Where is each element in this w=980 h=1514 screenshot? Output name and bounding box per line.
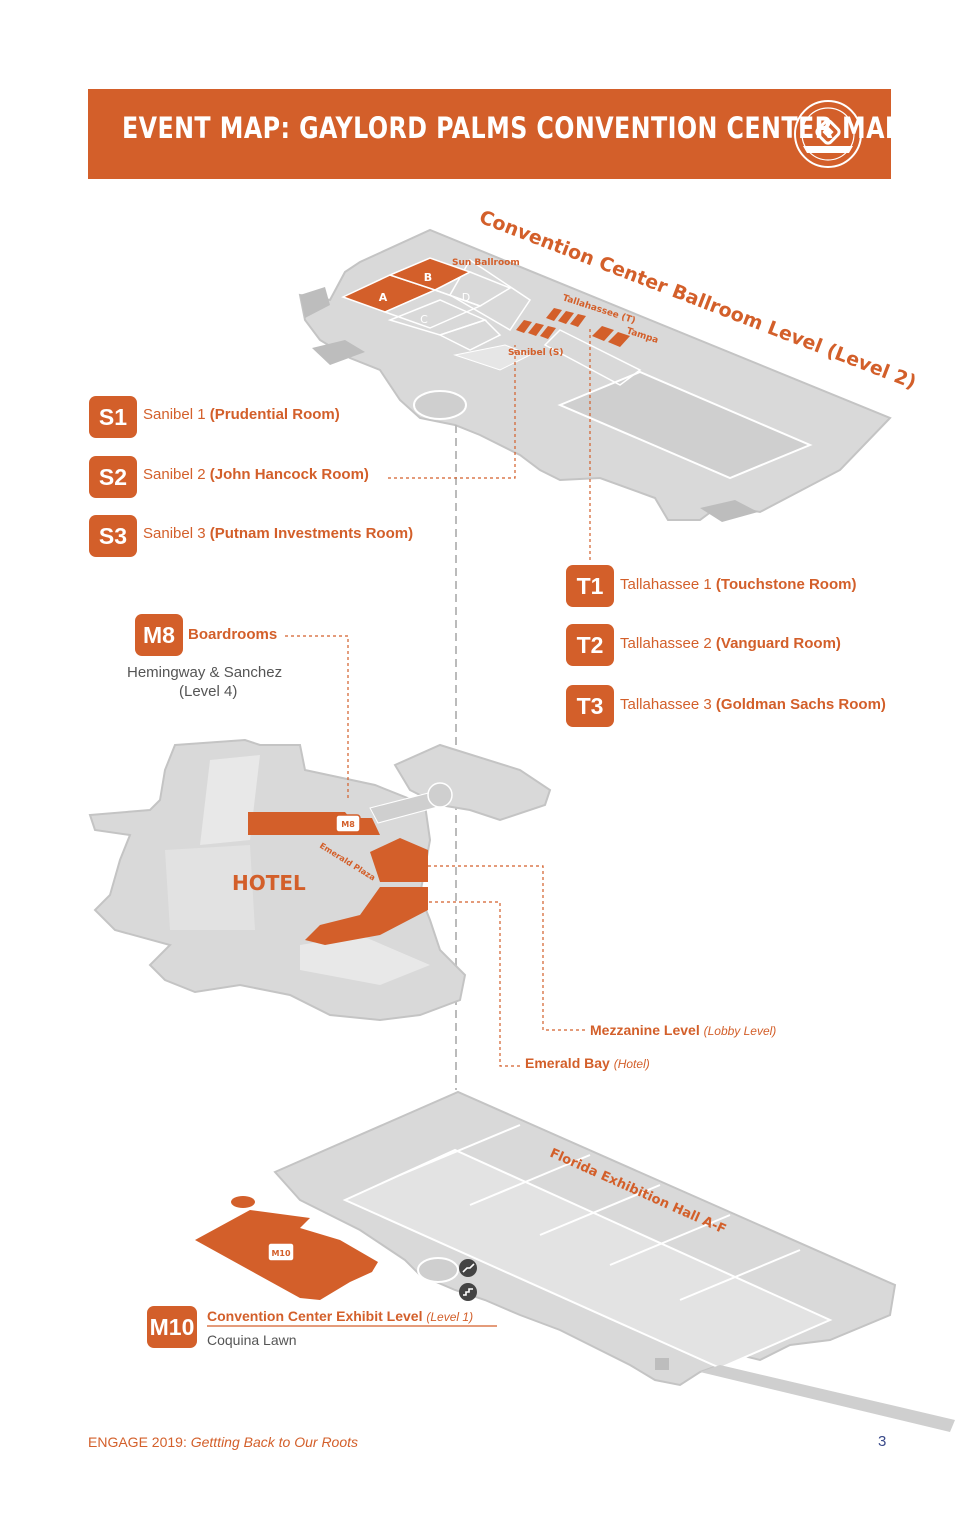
t3-legend-text: Tallahassee 3 (Goldman Sachs Room): [620, 696, 886, 713]
room-a-label: A: [379, 291, 388, 304]
sanibel-map-label: Sanibel (S): [508, 348, 564, 358]
ballroom-level-floorplate: [298, 228, 892, 522]
m8-tag-text: M8: [341, 820, 355, 829]
s2-badge: S2: [89, 456, 137, 498]
emerald-bay-label: Emerald Bay (Hotel): [525, 1055, 650, 1071]
m10-level-label: Convention Center Exhibit Level (Level 1…: [207, 1308, 474, 1324]
s3-badge: S3: [89, 515, 137, 557]
s2-legend-text: Sanibel 2 (John Hancock Room): [143, 466, 369, 483]
hotel-label: HOTEL: [232, 871, 306, 895]
emerald-bay-area: [305, 887, 428, 945]
m8-leader-line: [285, 635, 349, 800]
room-c-label: C: [420, 313, 428, 326]
hotel-floorplate: [88, 738, 552, 1022]
m8-boardrooms-label: Boardrooms: [188, 626, 278, 643]
stairs-icon: [459, 1283, 477, 1301]
mezzanine-leader-line: [428, 865, 588, 1031]
tampa-rooms: [592, 326, 630, 347]
s1-legend-text: Sanibel 1 (Prudential Room): [143, 406, 340, 423]
m8-map-tag: [335, 814, 361, 833]
tallahassee-rooms: [546, 308, 586, 327]
m10-map-tag: [267, 1242, 295, 1262]
page-number: 3: [878, 1433, 887, 1450]
mezzanine-area: [370, 838, 428, 882]
exhibit-level-floorplate: [273, 1090, 955, 1432]
t2-legend-text: Tallahassee 2 (Vanguard Room): [620, 635, 841, 652]
m8-badge: M8: [135, 614, 183, 656]
t1-badge: T1: [566, 565, 614, 607]
s3-legend-text: Sanibel 3 (Putnam Investments Room): [143, 525, 414, 542]
m10-tag-text: M10: [271, 1249, 291, 1258]
header-banner: EVENT MAP: GAYLORD PALMS CONVENTION CENT…: [88, 89, 902, 179]
room-b-label: B: [424, 271, 432, 284]
emerald-bay-leader-line: [405, 901, 522, 1067]
lawn-ellipse: [231, 1196, 255, 1208]
footer-tagline: ENGAGE 2019: Gettting Back to Our Roots: [88, 1434, 359, 1450]
m8-sub-label-1: Hemingway & Sanchez: [127, 664, 283, 681]
m10-badge: M10: [147, 1306, 197, 1348]
mezzanine-level-label: Mezzanine Level (Lobby Level): [590, 1022, 777, 1038]
t3-badge: T3: [566, 685, 614, 727]
sun-ballroom-label: Sun Ballroom: [452, 258, 520, 268]
escalator-icon: [459, 1259, 477, 1277]
room-d-label: D: [462, 291, 470, 304]
sanibel-rooms: [516, 320, 556, 339]
t2-badge: T2: [566, 624, 614, 666]
t1-legend-text: Tallahassee 1 (Touchstone Room): [620, 576, 857, 593]
s1-badge: S1: [89, 396, 137, 438]
coquina-lawn-label: Coquina Lawn: [207, 1332, 297, 1348]
s2-leader-line: [388, 345, 516, 479]
page-title: EVENT MAP: GAYLORD PALMS CONVENTION CENT…: [122, 111, 903, 145]
m8-sub-label-2: (Level 4): [179, 683, 238, 700]
seal-logo-icon: [794, 100, 862, 168]
